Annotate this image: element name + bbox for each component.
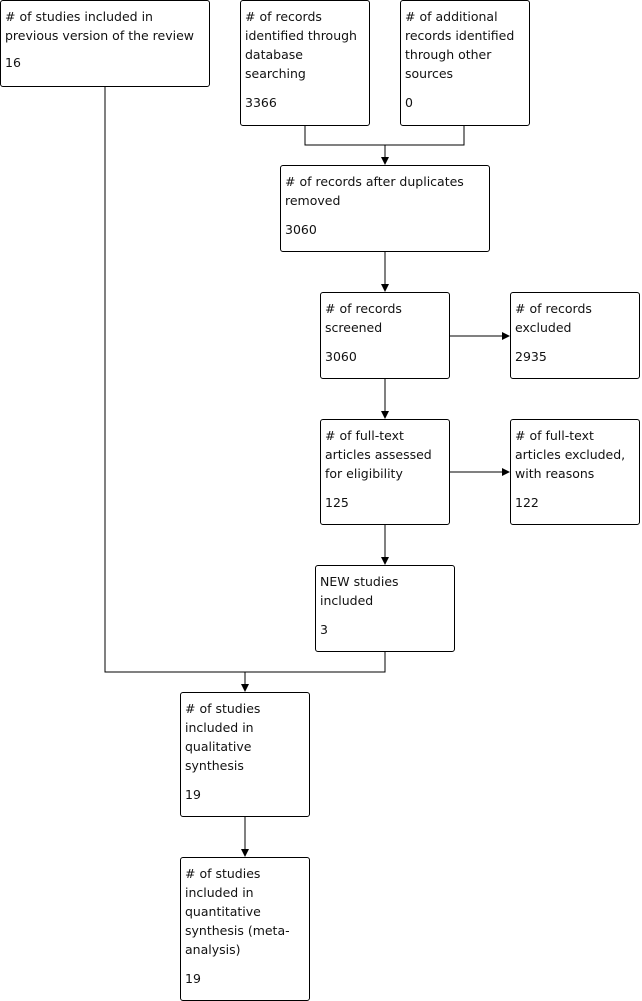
box-fulltext-excluded-label: # of full-text articles excluded, with r… bbox=[515, 428, 626, 481]
box-previous-studies-count: 16 bbox=[5, 55, 21, 70]
box-quantitative-synthesis: # of studies included in quantitative sy… bbox=[180, 857, 310, 1001]
box-fulltext-assessed-count: 125 bbox=[325, 495, 349, 510]
box-previous-studies: # of studies included in previous versio… bbox=[0, 0, 210, 87]
box-after-duplicates-label: # of records after duplicates removed bbox=[285, 174, 464, 208]
box-new-studies-included-count: 3 bbox=[320, 622, 328, 637]
box-after-duplicates: # of records after duplicates removed 30… bbox=[280, 165, 490, 252]
box-fulltext-excluded-count: 122 bbox=[515, 495, 539, 510]
box-new-studies-included-label: NEW studies included bbox=[320, 574, 399, 608]
box-other-sources-label: # of additional records identified throu… bbox=[405, 9, 515, 81]
box-qualitative-synthesis: # of studies included in qualitative syn… bbox=[180, 692, 310, 817]
box-other-sources-count: 0 bbox=[405, 95, 413, 110]
box-database-records-count: 3366 bbox=[245, 95, 277, 110]
box-records-excluded-count: 2935 bbox=[515, 349, 547, 364]
box-fulltext-excluded: # of full-text articles excluded, with r… bbox=[510, 419, 640, 525]
box-records-excluded: # of records excluded 2935 bbox=[510, 292, 640, 379]
box-qualitative-synthesis-label: # of studies included in qualitative syn… bbox=[185, 701, 261, 773]
box-fulltext-assessed: # of full-text articles assessed for eli… bbox=[320, 419, 450, 525]
box-records-screened-label: # of records screened bbox=[325, 301, 402, 335]
box-records-screened: # of records screened 3060 bbox=[320, 292, 450, 379]
box-records-excluded-label: # of records excluded bbox=[515, 301, 592, 335]
box-fulltext-assessed-label: # of full-text articles assessed for eli… bbox=[325, 428, 432, 481]
box-after-duplicates-count: 3060 bbox=[285, 222, 317, 237]
connector-database-merge bbox=[304, 125, 465, 146]
box-quantitative-synthesis-label: # of studies included in quantitative sy… bbox=[185, 866, 290, 957]
box-previous-studies-label: # of studies included in previous versio… bbox=[5, 9, 195, 43]
box-other-sources: # of additional records identified throu… bbox=[400, 0, 530, 126]
box-qualitative-synthesis-count: 19 bbox=[185, 787, 201, 802]
box-records-screened-count: 3060 bbox=[325, 349, 357, 364]
box-new-studies-included: NEW studies included 3 bbox=[315, 565, 455, 652]
box-database-records: # of records identified through database… bbox=[240, 0, 370, 126]
box-quantitative-synthesis-count: 19 bbox=[185, 971, 201, 986]
box-database-records-label: # of records identified through database… bbox=[245, 9, 357, 81]
